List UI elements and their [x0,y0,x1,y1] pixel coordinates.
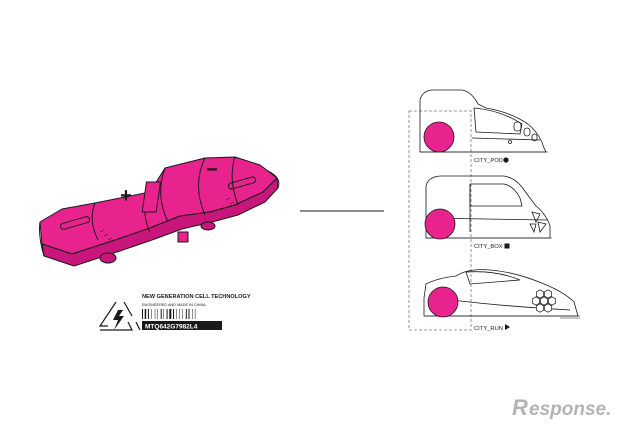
battery-slot-left [59,216,91,230]
city-pod-marker [503,157,509,163]
battery-band-5 [231,156,239,206]
city-pod-front-pattern [513,121,538,142]
city-box-wheel [424,208,456,240]
battery-band-1 [91,202,99,241]
battery-hatch-right [225,197,235,205]
battery-connector-tab [177,231,189,243]
battery-center-connector [141,181,161,213]
battery-right-end [267,170,280,189]
battery-minus-label: − [206,159,218,181]
serial-number: MTQ642G7982L4 [145,324,198,331]
serial-box [142,321,222,330]
battery-band-4 [198,157,206,216]
wheel-selection-box [408,110,472,331]
city-run-body [423,269,579,317]
battery-left-end [39,221,45,257]
city-pod-label: CITY_POD [474,158,503,164]
battery-hatch-left [99,229,113,241]
battery-plus-label: + [120,185,132,207]
vehicle-city-box [425,175,552,239]
battery-slot-right [227,176,257,190]
city-pod-window [473,107,523,135]
battery-foot-left [99,252,117,264]
city-run-window [465,271,521,285]
recycle-lightning-icon [98,301,141,331]
city-run-label: CITY_RUN [474,326,503,332]
city-box-marker [504,243,510,249]
barcode [142,309,196,319]
response-logo: R esponse. [512,395,611,420]
cell-label-title: NEW GENERATION CELL TECHNOLOGY [142,294,251,300]
battery-band-3 [160,167,169,223]
city-box-label: CITY_BOX [474,244,503,250]
city-run-marker [505,324,510,330]
response-logo-text: esponse. [529,399,611,420]
city-run-hex-pattern [532,289,556,313]
battery-foot-right [200,221,216,231]
city-box-front-pattern [529,211,547,234]
city-box-window [469,183,523,207]
city-run-wheel [427,286,459,318]
cell-label-subtitle: ENGINEERED AND MADE IN CHINA [142,303,206,307]
battery-cell [39,156,280,267]
city-pod-body [419,89,547,153]
city-pod-wheel [423,121,455,153]
response-logo-r: R [512,395,528,420]
vehicle-city-run [423,269,580,319]
